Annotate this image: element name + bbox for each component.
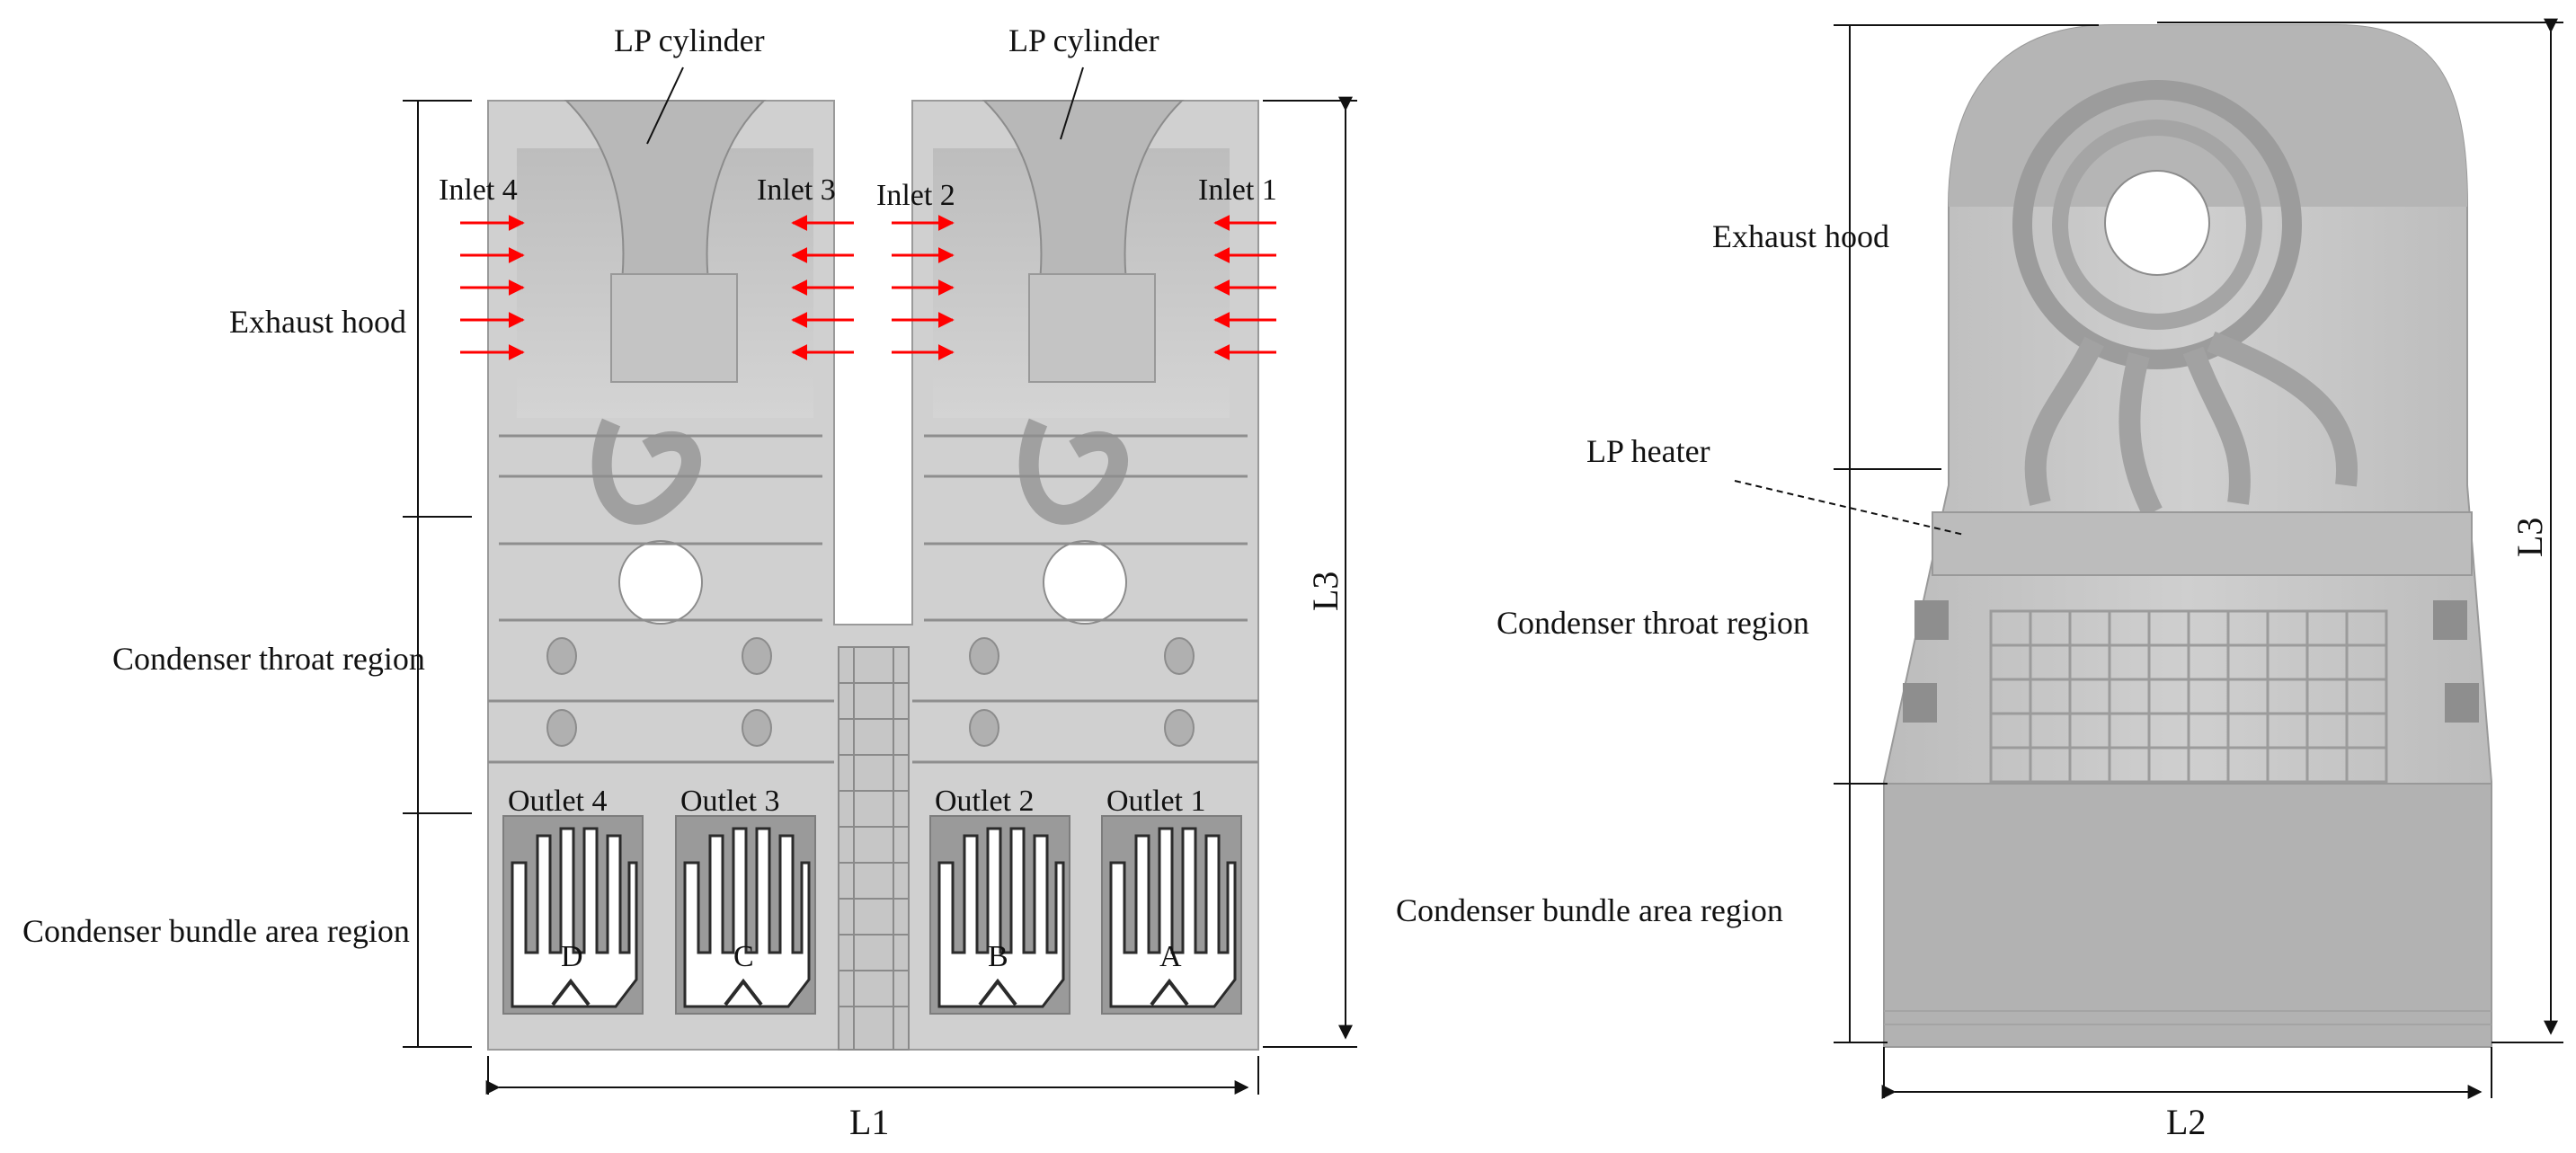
side-condenser-bundle-label: Condenser bundle area region bbox=[1396, 892, 1783, 928]
dimension-l2-label: L2 bbox=[2166, 1102, 2206, 1142]
dimension-l1-label: L1 bbox=[849, 1102, 889, 1142]
bundle-letter: A bbox=[1159, 940, 1182, 973]
inlet-labels: Inlet 4 Inlet 3 Inlet 2 Inlet 1 bbox=[439, 173, 1277, 212]
bundle-air-vent bbox=[551, 978, 591, 1007]
side-condenser-throat-label: Condenser throat region bbox=[1497, 605, 1809, 641]
side-casing-ring bbox=[2012, 80, 2302, 369]
bundle-letter: C bbox=[733, 940, 754, 973]
bundle-air-vent bbox=[1150, 978, 1189, 1007]
left-pipe-loop bbox=[591, 418, 701, 525]
tube-bundle bbox=[683, 827, 811, 1008]
lp-cylinder-left-label: LP cylinder bbox=[614, 22, 765, 58]
outlet-label-4: Outlet 4 bbox=[508, 785, 607, 818]
inlet-label-3: Inlet 2 bbox=[876, 179, 955, 212]
front-condenser-bundle-label: Condenser bundle area region bbox=[22, 913, 410, 949]
left-pipe-opening bbox=[618, 540, 703, 625]
side-casing-inner bbox=[2052, 120, 2262, 330]
lp-cylinder-right-leader bbox=[1060, 67, 1084, 140]
outlet-label-2: Outlet 2 bbox=[935, 785, 1034, 818]
inlet-arrows bbox=[460, 215, 1276, 360]
central-ladder bbox=[838, 646, 910, 1051]
side-exhaust-hood-label: Exhaust hood bbox=[1712, 218, 1889, 254]
front-condenser-throat-label: Condenser throat region bbox=[112, 641, 425, 677]
side-view: Exhaust hood LP heater Condenser throat … bbox=[1396, 18, 2563, 1142]
side-throat-block-left-bottom bbox=[1903, 683, 1937, 723]
front-plates bbox=[488, 434, 1258, 764]
side-throat-grid bbox=[1989, 609, 2388, 784]
front-view: LP cylinder LP cylinder Exhaust hood Con… bbox=[22, 22, 1357, 1142]
left-core-block bbox=[610, 273, 738, 383]
side-zone-bracket bbox=[1834, 24, 2099, 1043]
tube-bundle bbox=[937, 827, 1065, 1008]
inlet-label-2: Inlet 3 bbox=[757, 173, 836, 207]
right-pipe-opening bbox=[1043, 540, 1127, 625]
dimension-l3-front-label: L3 bbox=[1305, 572, 1346, 611]
side-dimensions bbox=[1881, 18, 2563, 1099]
bundle-air-vent bbox=[978, 978, 1017, 1007]
inlet-label-4: Inlet 1 bbox=[1198, 173, 1277, 207]
front-dimensions bbox=[485, 96, 1357, 1095]
outlet-labels: Outlet 4 Outlet 3 Outlet 2 Outlet 1 bbox=[508, 785, 1205, 818]
bundle-air-vent bbox=[724, 978, 763, 1007]
side-bundle-block bbox=[1883, 783, 2492, 1048]
dimension-l3-side-label: L3 bbox=[2509, 518, 2550, 557]
bundle-panels bbox=[502, 815, 1242, 1015]
side-lp-heater bbox=[1932, 511, 2473, 576]
tube-bundle bbox=[1109, 827, 1237, 1008]
side-lp-heater-label: LP heater bbox=[1586, 433, 1710, 469]
lp-heater-leader bbox=[1734, 480, 1965, 536]
bundle-letter: D bbox=[561, 940, 583, 973]
right-pipe-loop bbox=[1018, 418, 1128, 525]
side-throat-block-left-top bbox=[1914, 600, 1949, 640]
side-bundle-lines bbox=[1884, 1010, 2492, 1025]
lp-cylinder-right-label: LP cylinder bbox=[1008, 22, 1159, 58]
front-exhaust-hood-label: Exhaust hood bbox=[229, 304, 406, 340]
inlet-label-1: Inlet 4 bbox=[439, 173, 518, 207]
lp-cylinder-left-leader bbox=[646, 67, 684, 145]
side-pipes bbox=[2024, 331, 2358, 518]
bundle-letter: B bbox=[988, 940, 1008, 973]
front-throat-holes bbox=[546, 637, 1195, 747]
tube-bundle bbox=[511, 827, 638, 1008]
right-core-block bbox=[1028, 273, 1156, 383]
side-shaft-opening bbox=[2104, 170, 2210, 276]
outlet-label-1: Outlet 1 bbox=[1106, 785, 1205, 818]
front-zone-bracket bbox=[403, 100, 472, 1048]
outlet-label-3: Outlet 3 bbox=[680, 785, 779, 818]
side-throat-block-right-top bbox=[2433, 600, 2467, 640]
side-throat-block-right-bottom bbox=[2445, 683, 2479, 723]
